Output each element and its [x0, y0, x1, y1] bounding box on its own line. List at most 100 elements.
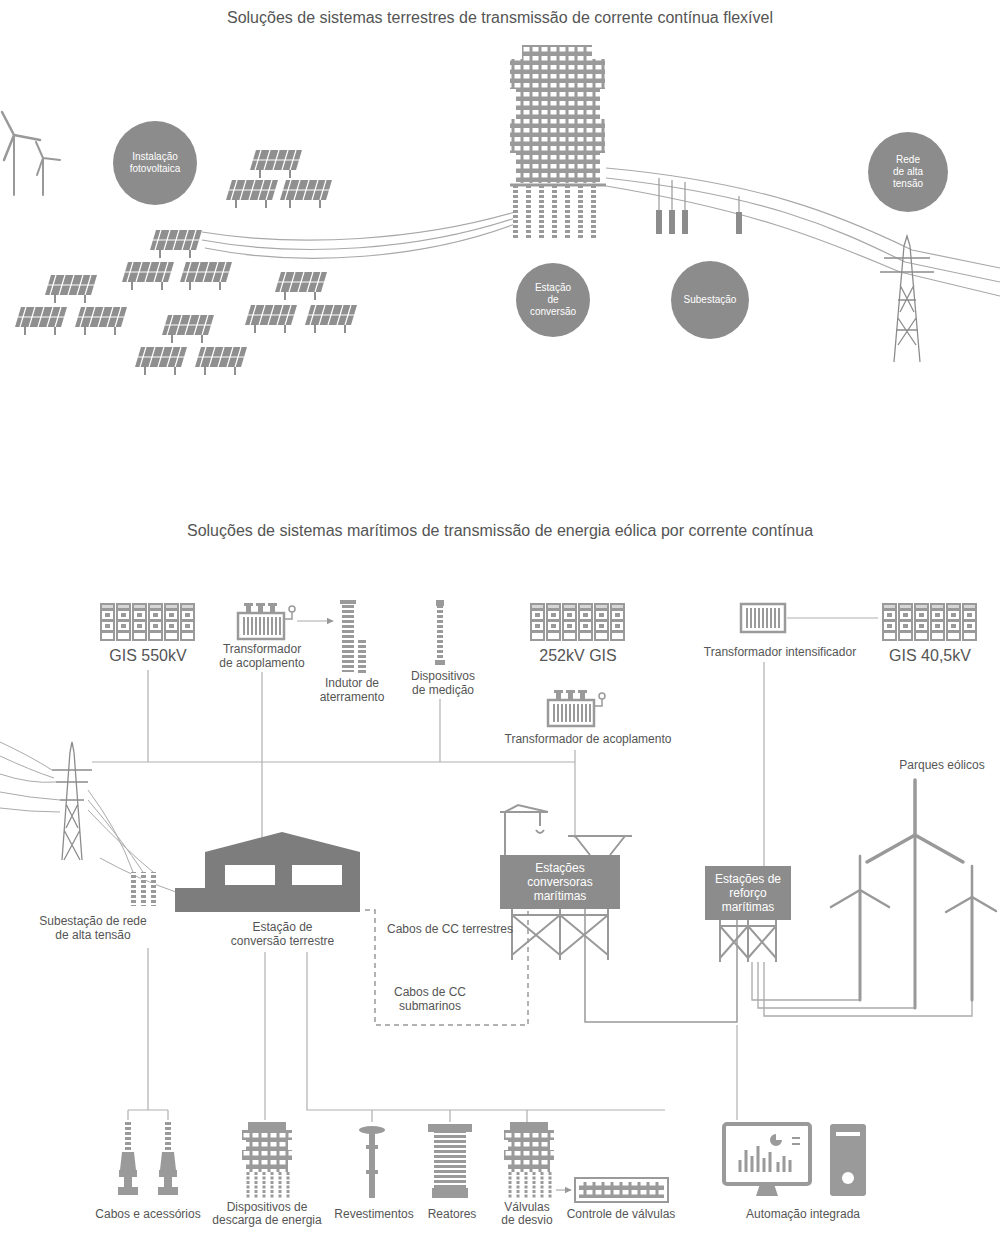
label-text: Transformador de acoplamento — [488, 732, 688, 746]
automation-symbol — [724, 1124, 866, 1196]
station-box: Estações de reforço marítimas — [705, 866, 791, 920]
wind-farm-cables — [752, 962, 860, 1000]
wind-farm-cables — [764, 962, 972, 1016]
edge-label: Cabos de CC submarinos — [385, 985, 475, 1013]
section-title: Soluções de sistemas marítimos de transm… — [20, 521, 980, 541]
bushing-post-symbol — [366, 1170, 378, 1174]
substation-insulators — [669, 210, 675, 234]
offshore-platform — [500, 805, 632, 960]
bus-lines — [92, 662, 764, 866]
reactor-symbol — [428, 1124, 472, 1132]
substation-insulators — [736, 212, 742, 234]
bushing-post-symbol — [359, 1126, 385, 1198]
leader-lines — [307, 952, 665, 1122]
building-shape — [205, 832, 360, 912]
converter-station-building — [526, 185, 531, 240]
bus-lines — [574, 750, 575, 838]
leader-lines — [736, 1025, 737, 1120]
bus-lines — [763, 662, 764, 866]
grid-substation-insulators — [141, 872, 146, 906]
circle-node: Estação de conversão — [516, 263, 590, 337]
bus-lines — [147, 670, 148, 762]
bottom-icons — [158, 1122, 178, 1195]
boost-platform — [720, 920, 776, 962]
converter-building: Estação de conversão terrestre — [200, 830, 365, 948]
valve-control-symbol — [579, 1182, 664, 1198]
step-up-transformer-symbol — [747, 608, 779, 628]
converter-station-building — [510, 184, 606, 187]
node-text: Instalação fotovoltaica — [124, 151, 186, 175]
solar-panels — [275, 272, 327, 300]
reactor-symbol — [428, 1124, 472, 1198]
converter-station-building — [516, 89, 600, 119]
valve-control-symbol — [575, 1178, 668, 1202]
reactor-symbol — [432, 1188, 468, 1198]
bus-lines — [439, 699, 440, 762]
power-lines-top — [606, 186, 1000, 296]
wind-farm-cables — [752, 962, 972, 1016]
circle-node: Rede de alta tensão — [868, 132, 948, 212]
wind-turbines-top — [36, 142, 60, 175]
converter-station-building — [565, 185, 570, 240]
grounding-inductor-symbol — [358, 640, 366, 674]
power-lines-top — [205, 224, 515, 258]
solar-panels — [226, 180, 278, 208]
solar-panels — [250, 150, 302, 178]
measuring-device-symbol — [436, 600, 444, 606]
wind-turbines-offshore — [860, 835, 972, 1008]
grid-substation-insulators — [151, 872, 156, 906]
equipment-icons — [100, 603, 195, 641]
automation-symbol — [740, 1146, 790, 1172]
solar-panels — [305, 305, 357, 333]
automation-symbol — [836, 1132, 860, 1136]
offshore-platform — [568, 836, 632, 855]
circle-text-group: Estação de conversão — [529, 282, 577, 318]
bottom-icons — [242, 1122, 292, 1198]
grounding-inductor-symbol — [340, 600, 366, 674]
solar-panels — [150, 230, 202, 258]
solar-panels — [122, 262, 174, 290]
label-text: Transformador intensificador — [680, 645, 880, 659]
wind-turbines-top — [2, 112, 40, 160]
converter-station-building — [522, 45, 592, 59]
transmission-pylon-top — [880, 236, 934, 362]
bushing-post-symbol — [369, 1130, 375, 1198]
building-window — [225, 865, 275, 885]
label-text: Dispositivos de descarga de energia — [205, 1201, 329, 1227]
step-up-transformer-symbol — [741, 604, 785, 632]
step-up-transformer-symbol — [741, 604, 878, 632]
wind-turbines-offshore — [831, 780, 996, 1008]
label-text: Subestação de rede de alta tensão — [32, 914, 154, 942]
building-window — [292, 865, 342, 885]
valve-control-symbol — [575, 1178, 668, 1202]
node-text: Estação de conversão — [529, 282, 577, 318]
measuring-device-symbol — [435, 600, 445, 665]
label-text: Controle de válvulas — [561, 1207, 681, 1221]
grounding-inductor-symbol — [342, 602, 354, 672]
label-text: Cabos de CC terrestres — [380, 922, 520, 936]
step-up-transformer-symbol — [787, 617, 878, 618]
wind-turbines-offshore — [831, 856, 889, 907]
grounding-inductor-symbol — [340, 600, 356, 604]
label-text: Automação integrada — [728, 1207, 878, 1221]
node-text: Estações de reforço marítimas — [709, 872, 787, 914]
equipment-icons — [238, 603, 295, 639]
station-box: Estações conversoras marítimas — [500, 855, 620, 909]
circle-text-group: Subestação — [680, 294, 740, 306]
solar-panels — [245, 305, 297, 333]
converter-station-building — [510, 45, 606, 240]
circle-node: Subestação — [671, 261, 749, 339]
power-lines-top — [202, 218, 515, 249]
cable-connector — [365, 909, 528, 1025]
converter-station-building — [513, 185, 518, 240]
equipment-icons — [548, 690, 605, 726]
arrow-line — [556, 1189, 571, 1190]
label-text: Revestimentos — [329, 1207, 419, 1221]
label-text: Válvulas de desvio — [498, 1201, 556, 1227]
reactor-symbol — [434, 1132, 466, 1188]
label-text: Transformador de acoplamento — [216, 642, 308, 670]
bus-lines — [261, 672, 262, 837]
converter-station-building — [539, 185, 544, 240]
wind-turbines-top — [2, 112, 60, 195]
